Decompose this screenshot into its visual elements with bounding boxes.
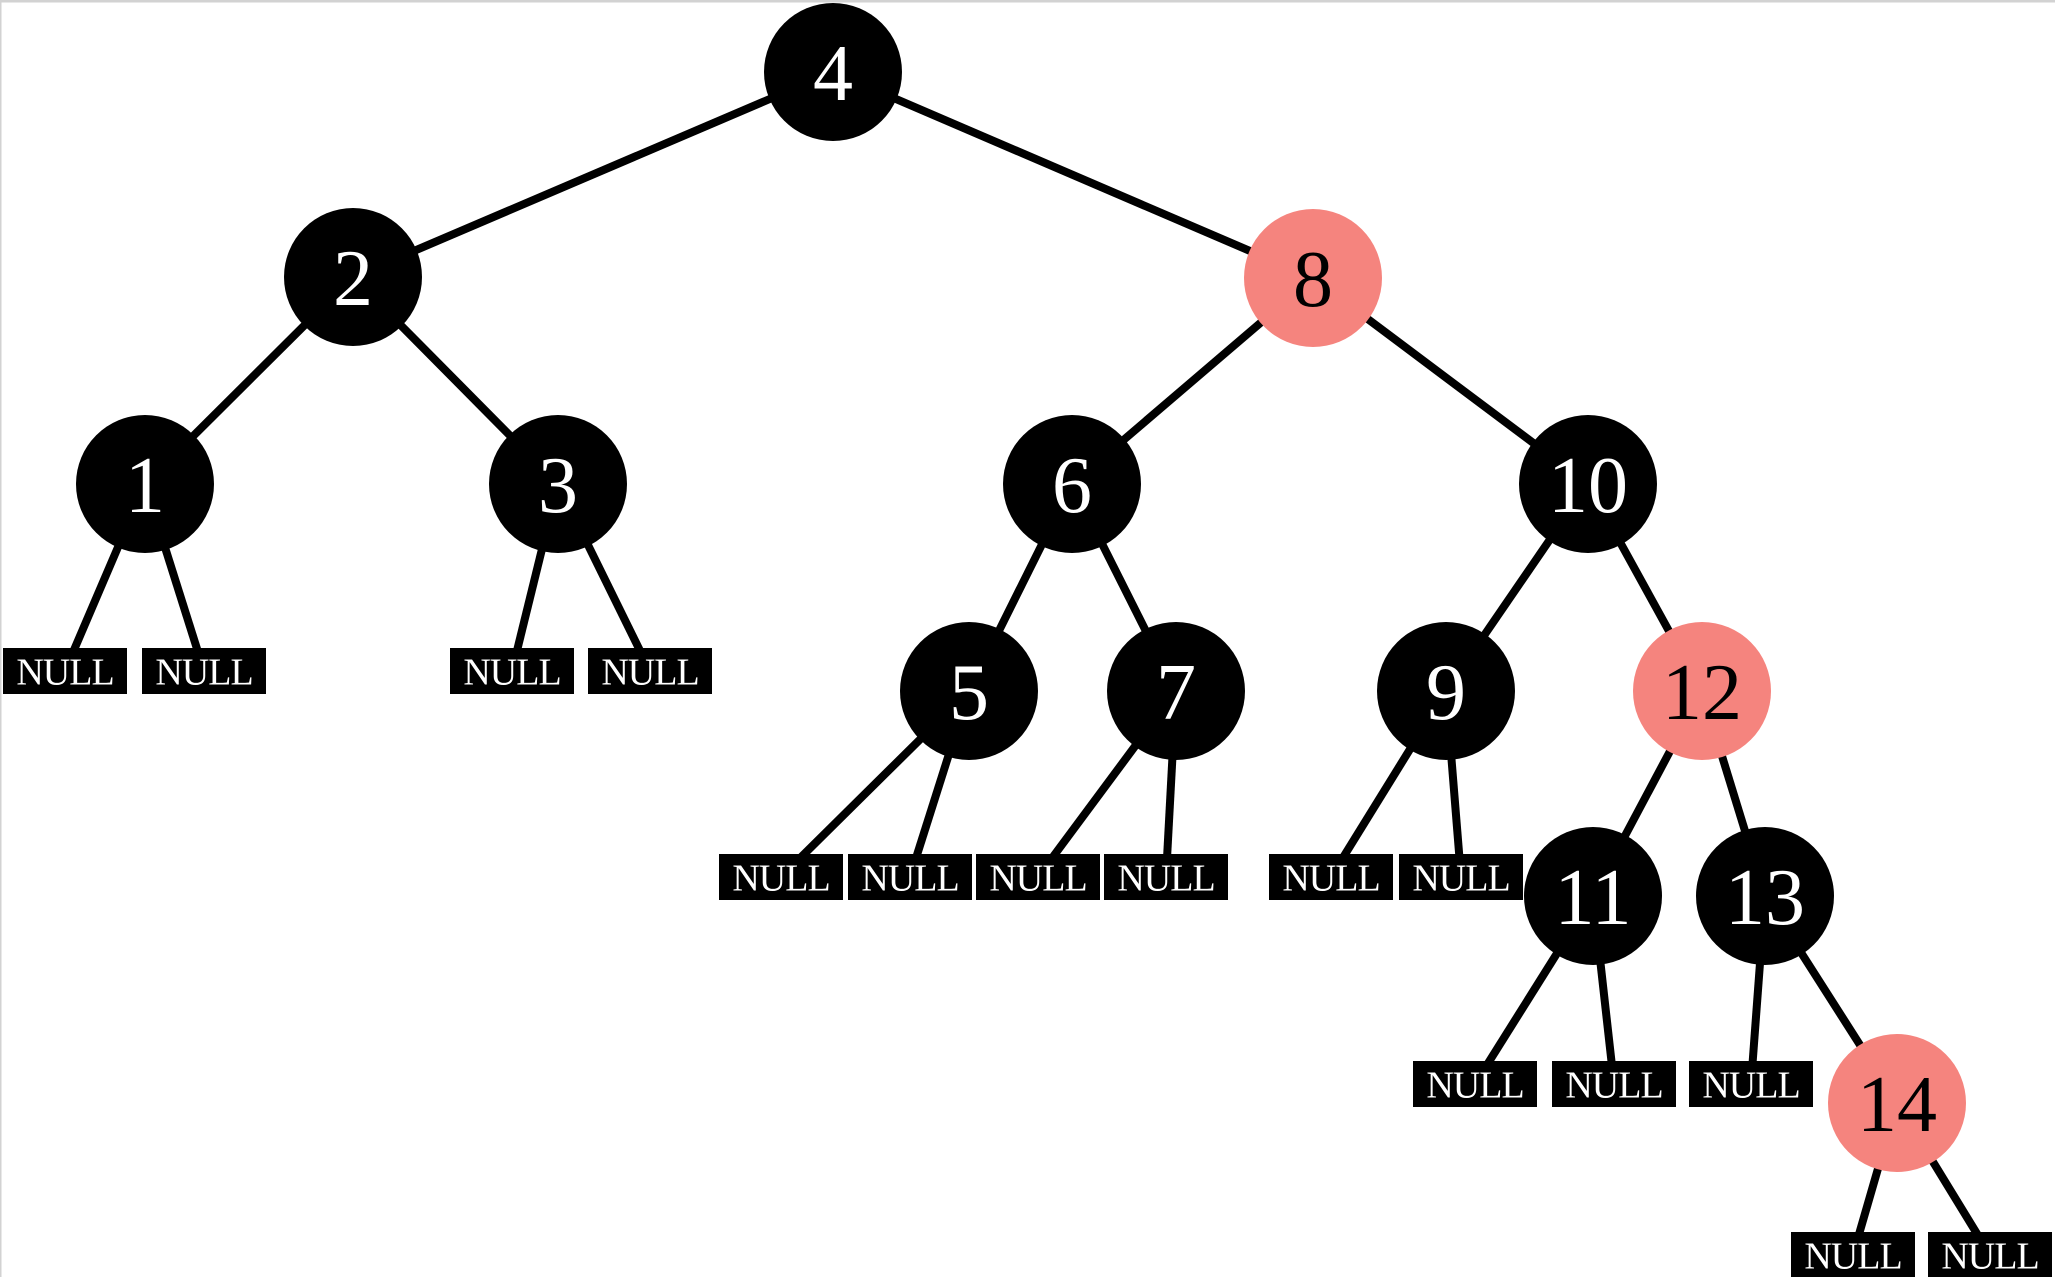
null-leaf: NULL <box>1269 854 1393 900</box>
red-node-circle <box>1633 622 1771 760</box>
node-value-label: 11 <box>1554 854 1631 942</box>
null-label: NULL <box>989 857 1086 899</box>
tree-node-8: 8 <box>1244 209 1382 347</box>
null-leaf: NULL <box>1413 1061 1537 1107</box>
null-box <box>976 854 1100 900</box>
tree-node-7: 7 <box>1107 622 1245 760</box>
red-node-circle <box>1244 209 1382 347</box>
null-label: NULL <box>1412 857 1509 899</box>
null-label: NULL <box>1941 1235 2038 1277</box>
null-leaf: NULL <box>848 854 972 900</box>
null-leaf: NULL <box>719 854 843 900</box>
null-leaf: NULL <box>1552 1061 1676 1107</box>
null-label: NULL <box>155 651 252 693</box>
null-leaf: NULL <box>588 648 712 694</box>
black-node-circle <box>284 208 422 346</box>
node-value-label: 6 <box>1052 442 1092 530</box>
tree-node-4: 4 <box>764 3 902 141</box>
null-leaf: NULL <box>142 648 266 694</box>
tree-node-11: 11 <box>1524 827 1662 965</box>
tree-node-9: 9 <box>1377 622 1515 760</box>
null-leaf: NULL <box>976 854 1100 900</box>
node-value-label: 12 <box>1662 649 1742 737</box>
black-node-circle <box>1003 415 1141 553</box>
null-box <box>1269 854 1393 900</box>
red-node-circle <box>1828 1034 1966 1172</box>
black-node-circle <box>76 415 214 553</box>
null-label: NULL <box>1702 1064 1799 1106</box>
null-label: NULL <box>1804 1235 1901 1277</box>
null-box <box>1689 1061 1813 1107</box>
black-node-circle <box>489 415 627 553</box>
node-value-label: 9 <box>1426 649 1466 737</box>
black-node-circle <box>1107 622 1245 760</box>
null-leaf: NULL <box>3 648 127 694</box>
black-node-circle <box>1519 415 1657 553</box>
node-value-label: 8 <box>1293 236 1333 324</box>
null-box <box>1791 1232 1915 1277</box>
null-label: NULL <box>1426 1064 1523 1106</box>
black-node-circle <box>1524 827 1662 965</box>
null-label: NULL <box>463 651 560 693</box>
null-box <box>450 648 574 694</box>
node-value-label: 5 <box>949 649 989 737</box>
null-leaf: NULL <box>450 648 574 694</box>
node-value-label: 4 <box>813 30 853 118</box>
tree-node-6: 6 <box>1003 415 1141 553</box>
tree-edge-4-8 <box>831 68 1315 282</box>
black-node-circle <box>900 622 1038 760</box>
null-label: NULL <box>732 857 829 899</box>
null-label: NULL <box>1117 857 1214 899</box>
node-value-label: 2 <box>333 235 373 323</box>
null-leaf: NULL <box>1104 854 1228 900</box>
tree-node-14: 14 <box>1828 1034 1966 1172</box>
null-box <box>1104 854 1228 900</box>
null-box <box>1413 1061 1537 1107</box>
node-value-label: 13 <box>1725 854 1805 942</box>
node-value-label: 1 <box>125 442 165 530</box>
null-leaf: NULL <box>1689 1061 1813 1107</box>
node-value-label: 3 <box>538 442 578 530</box>
black-node-circle <box>1377 622 1515 760</box>
null-leaf: NULL <box>1399 854 1523 900</box>
null-box <box>588 648 712 694</box>
node-value-label: 10 <box>1548 442 1628 530</box>
null-box <box>1399 854 1523 900</box>
null-leaf: NULL <box>1928 1232 2052 1277</box>
null-label: NULL <box>861 857 958 899</box>
tree-edge-4-2 <box>351 68 835 281</box>
null-leaf: NULL <box>1791 1232 1915 1277</box>
null-box <box>1928 1232 2052 1277</box>
null-box <box>142 648 266 694</box>
null-box <box>1552 1061 1676 1107</box>
null-box <box>848 854 972 900</box>
null-label: NULL <box>16 651 113 693</box>
tree-node-12: 12 <box>1633 622 1771 760</box>
black-node-circle <box>1696 827 1834 965</box>
tree-node-13: 13 <box>1696 827 1834 965</box>
null-label: NULL <box>1565 1064 1662 1106</box>
page-border-top <box>0 0 2055 3</box>
black-node-circle <box>764 3 902 141</box>
tree-node-1: 1 <box>76 415 214 553</box>
tree-node-2: 2 <box>284 208 422 346</box>
null-label: NULL <box>601 651 698 693</box>
node-value-label: 7 <box>1156 649 1196 737</box>
null-label: NULL <box>1282 857 1379 899</box>
page-border-left <box>0 0 2 1277</box>
null-box <box>3 648 127 694</box>
tree-node-5: 5 <box>900 622 1038 760</box>
null-box <box>719 854 843 900</box>
tree-node-10: 10 <box>1519 415 1657 553</box>
tree-node-3: 3 <box>489 415 627 553</box>
node-value-label: 14 <box>1857 1061 1937 1149</box>
